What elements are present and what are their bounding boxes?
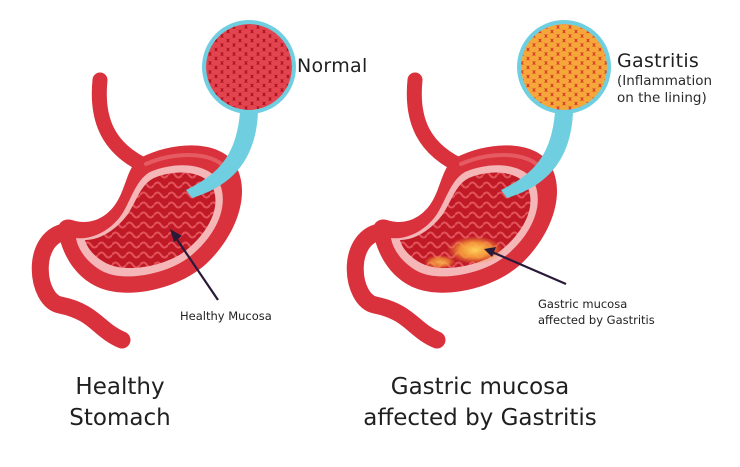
zoom-circle-gastritis [517,20,611,114]
zoom-sublabel-gastritis: (Inflammation on the lining) [617,73,737,107]
zoom-sub-line2: on the lining) [617,90,707,106]
caption-healthy-stomach: Healthy Stomach [40,372,200,434]
zoom-label-gastritis: Gastritis [617,50,700,72]
caption-healthy-line2: Stomach [69,405,171,431]
healthy-stomach [40,80,242,340]
zoom-connector-right [501,112,573,198]
inflamed-area-2 [424,255,456,269]
arrow-gastritis-mucosa [484,247,567,286]
zoom-circle-normal [202,20,296,114]
inflamed-area [447,236,503,264]
label-healthy-mucosa: Healthy Mucosa [180,309,272,323]
gastritis-label-line2: affected by Gastritis [538,313,655,327]
caption-gastritis: Gastric mucosa affected by Gastritis [330,372,630,434]
zoom-connector-left [186,112,258,198]
arrow-healthy-mucosa [170,229,219,301]
gastritis-stomach [355,80,557,340]
gastritis-label-line1: Gastric mucosa [538,297,628,311]
caption-gastritis-line2: affected by Gastritis [363,405,597,431]
caption-gastritis-line1: Gastric mucosa [390,374,570,400]
label-gastritis-mucosa: Gastric mucosa affected by Gastritis [538,296,655,328]
caption-healthy-line1: Healthy [75,374,165,400]
zoom-sub-line1: (Inflammation [617,73,713,89]
zoom-label-normal: Normal [297,55,368,77]
